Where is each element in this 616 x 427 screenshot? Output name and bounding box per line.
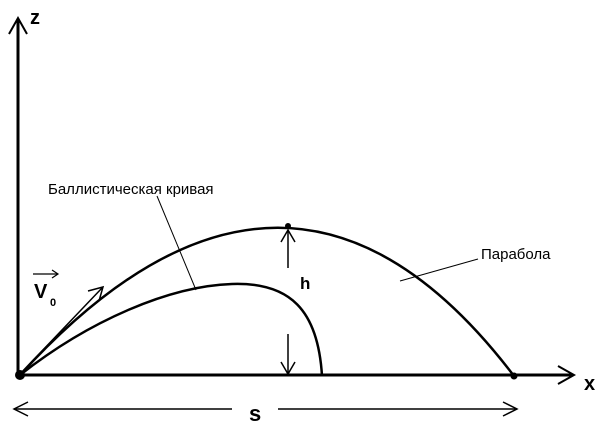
velocity-subscript: 0: [50, 297, 56, 309]
parabola-label: Парабола: [481, 246, 551, 263]
height-arrow-down: [280, 334, 296, 376]
parabola-leader: [399, 258, 479, 282]
ballistic-curve-label: Баллистическая кривая: [48, 181, 214, 198]
range-arrow-left: [12, 401, 232, 417]
velocity-label: V: [34, 281, 48, 303]
velocity-label-arrow: [33, 269, 60, 279]
range-label: s: [249, 401, 261, 426]
height-label: h: [300, 274, 310, 293]
ballistic-curve: [19, 282, 324, 377]
x-axis-label: x: [584, 373, 595, 395]
range-arrow-right: [278, 401, 519, 417]
ballistic-curve-leader: [156, 195, 197, 291]
z-axis: [8, 15, 28, 376]
height-arrow-up: [280, 228, 296, 268]
x-axis: [18, 365, 577, 385]
z-axis-label: z: [30, 7, 40, 29]
parabola-end-point: [510, 372, 518, 380]
parabola-curve: [19, 226, 515, 377]
parabola-apex-point: [285, 223, 291, 229]
